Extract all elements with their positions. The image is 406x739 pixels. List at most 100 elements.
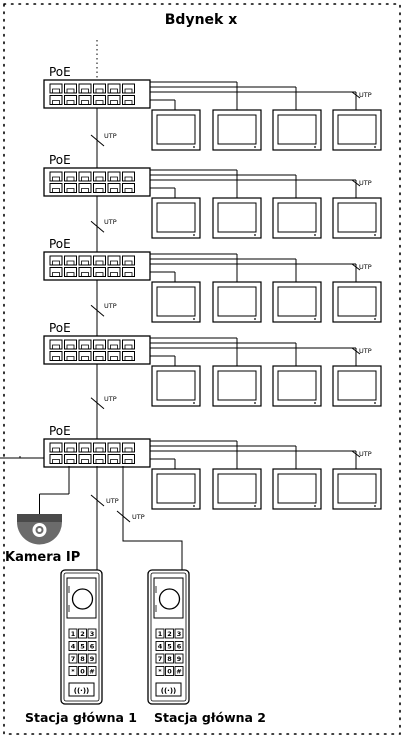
monitor-screen <box>217 114 257 145</box>
rj45-port <box>122 454 135 464</box>
monitor-3 <box>272 365 322 407</box>
utp-label: UTP <box>104 302 117 310</box>
rj45-port <box>78 83 92 94</box>
utp-tick <box>90 397 105 410</box>
rj45-port <box>64 83 77 94</box>
rj45-port <box>49 183 63 193</box>
monitor-2 <box>212 365 262 407</box>
utp-label-station-2: UTP <box>132 513 145 521</box>
keypad-key <box>174 628 184 639</box>
rj45-port <box>78 171 92 182</box>
rj45-port <box>78 255 92 266</box>
monitor-4 <box>332 197 382 239</box>
rj45-port <box>122 183 135 193</box>
rj45-port <box>122 255 135 266</box>
monitor-1 <box>151 468 201 510</box>
rj45-port <box>93 339 106 350</box>
utp-tick-station-2 <box>116 510 131 523</box>
keypad-key-label: 9 <box>177 655 182 663</box>
monitor-4 <box>332 468 382 510</box>
rj45-port <box>64 255 77 266</box>
rj45-port <box>78 351 92 361</box>
keypad-key <box>87 641 97 651</box>
monitor-screen <box>277 370 317 401</box>
station-1-label: Stacja główna 1 <box>25 710 137 725</box>
rj45-port <box>64 171 77 182</box>
keypad-key <box>155 628 165 639</box>
utp-tick <box>351 347 361 355</box>
monitor-2 <box>212 468 262 510</box>
ip-camera <box>17 466 70 545</box>
rj45-port <box>107 171 121 182</box>
utp-tick-station-1 <box>90 494 105 507</box>
keypad-key <box>68 666 78 676</box>
rj45-port <box>64 454 77 464</box>
rj45-port <box>93 183 106 193</box>
rfid-icon: ((·)) <box>161 687 176 695</box>
monitor-2 <box>212 109 262 151</box>
keypad-key-label: 6 <box>177 643 182 651</box>
monitor-screen <box>217 473 257 504</box>
poe-label: PoE <box>49 65 71 79</box>
rj45-port <box>107 339 121 350</box>
utp-tick <box>351 179 361 187</box>
keypad-key <box>78 641 87 651</box>
rj45-port <box>107 83 121 94</box>
rj45-port <box>64 442 77 453</box>
utp-label-station-1: UTP <box>106 497 119 505</box>
rj45-port <box>122 339 135 350</box>
keypad-key <box>87 666 97 676</box>
rj45-port <box>93 83 106 94</box>
rj45-port <box>49 339 63 350</box>
keypad-key-label: # <box>89 668 94 676</box>
rj45-port <box>107 95 121 105</box>
poe-label: PoE <box>49 424 71 438</box>
rj45-port <box>78 183 92 193</box>
keypad-key-label: * <box>158 668 162 676</box>
monitor-3 <box>272 197 322 239</box>
keypad-key-label: 5 <box>167 643 172 651</box>
utp-label: UTP <box>104 132 117 140</box>
rj45-port <box>49 83 63 94</box>
monitor-1 <box>151 197 201 239</box>
rj45-port <box>49 95 63 105</box>
monitor-screen <box>337 473 377 504</box>
keypad-key <box>155 641 165 651</box>
keypad-key <box>174 641 184 651</box>
poe-label: PoE <box>49 237 71 251</box>
rj45-port <box>78 95 92 105</box>
keypad-key-label: * <box>71 668 75 676</box>
monitor-4 <box>332 365 382 407</box>
keypad-key <box>78 666 87 676</box>
monitor-1 <box>151 365 201 407</box>
rj45-port <box>49 351 63 361</box>
rj45-port <box>93 351 106 361</box>
rj45-port <box>49 442 63 453</box>
building-label: Bdynek x <box>165 12 238 28</box>
utp-tick <box>351 91 361 99</box>
monitor-3 <box>272 109 322 151</box>
keypad-key-label: 9 <box>90 655 95 663</box>
keypad-key <box>165 666 174 676</box>
keypad-key <box>165 641 174 651</box>
keypad-key-label: 7 <box>71 655 76 663</box>
rj45-port <box>122 95 135 105</box>
rj45-port <box>93 171 106 182</box>
rj45-port <box>93 255 106 266</box>
rj45-port <box>64 351 77 361</box>
keypad-key-label: 8 <box>167 655 172 663</box>
monitor-screen <box>156 202 196 233</box>
station-2-cable <box>122 466 183 570</box>
keypad-key-label: 6 <box>90 643 95 651</box>
monitor-2 <box>212 281 262 323</box>
rj45-port <box>93 454 106 464</box>
keypad-key <box>68 641 78 651</box>
monitor-screen <box>156 370 196 401</box>
rj45-port <box>64 95 77 105</box>
keypad-key-label: 3 <box>90 630 95 638</box>
